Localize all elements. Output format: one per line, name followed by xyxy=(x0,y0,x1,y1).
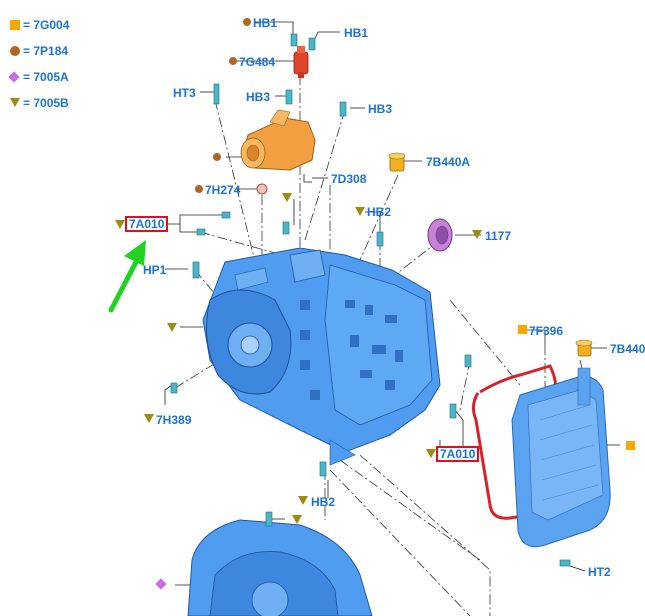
transmission-case-part xyxy=(202,247,441,466)
triangle-marker-icon xyxy=(298,496,308,505)
cap-7b440a-part xyxy=(388,152,406,172)
circle-marker-icon xyxy=(213,153,221,161)
callout-7a010-top: 7A010 xyxy=(125,216,169,232)
callout-7h274: 7H274 xyxy=(205,183,241,197)
converter-housing-part xyxy=(187,519,373,616)
circle-marker-icon xyxy=(195,185,203,193)
callout-hb1-right: HB1 xyxy=(344,26,369,40)
triangle-marker-icon xyxy=(115,220,125,229)
seal-1177-part xyxy=(427,218,453,252)
square-marker-icon xyxy=(626,441,635,450)
triangle-marker-icon xyxy=(355,207,365,216)
triangle-marker-icon xyxy=(10,98,20,107)
callout-7b440: 7B440 xyxy=(610,342,645,356)
callout-7h389: 7H389 xyxy=(156,413,192,427)
pressure-switch-part xyxy=(293,46,309,78)
callout-hb2-bottom: HB2 xyxy=(311,495,336,509)
triangle-marker-icon xyxy=(144,414,154,423)
callout-7d308: 7D308 xyxy=(331,172,367,186)
callout-hb3-right: HB3 xyxy=(368,102,393,116)
square-marker-icon xyxy=(518,325,527,334)
triangle-marker-icon xyxy=(282,193,292,202)
callout-7g484: 7G484 xyxy=(239,55,276,69)
circle-marker-icon xyxy=(243,18,251,26)
callout-hp1: HP1 xyxy=(143,263,167,277)
callout-7b440a: 7B440A xyxy=(426,155,471,169)
callout-1177: 1177 xyxy=(485,229,512,243)
triangle-marker-icon xyxy=(472,230,482,239)
callout-7a010-bottom: 7A010 xyxy=(436,446,480,462)
callout-7f396: 7F396 xyxy=(529,324,564,338)
circle-marker-icon xyxy=(10,46,20,56)
cap-7b440-part xyxy=(575,339,593,357)
oil-pan-part xyxy=(511,367,611,548)
orange-actuator-part xyxy=(240,109,316,171)
triangle-marker-icon xyxy=(426,449,436,458)
callout-hb2-top: HB2 xyxy=(367,205,392,219)
diamond-marker-icon xyxy=(155,578,167,590)
green-pointer-arrow-icon xyxy=(108,240,146,313)
triangle-marker-icon xyxy=(292,515,302,524)
circle-marker-icon xyxy=(229,57,237,65)
square-marker-icon xyxy=(10,20,20,30)
gasket xyxy=(471,392,531,520)
callout-hb3-left: HB3 xyxy=(246,90,271,104)
callout-ht3: HT3 xyxy=(173,86,196,100)
triangle-marker-icon xyxy=(167,323,177,332)
callout-ht2: HT2 xyxy=(588,565,611,579)
callout-hb1-left: HB1 xyxy=(253,16,278,30)
